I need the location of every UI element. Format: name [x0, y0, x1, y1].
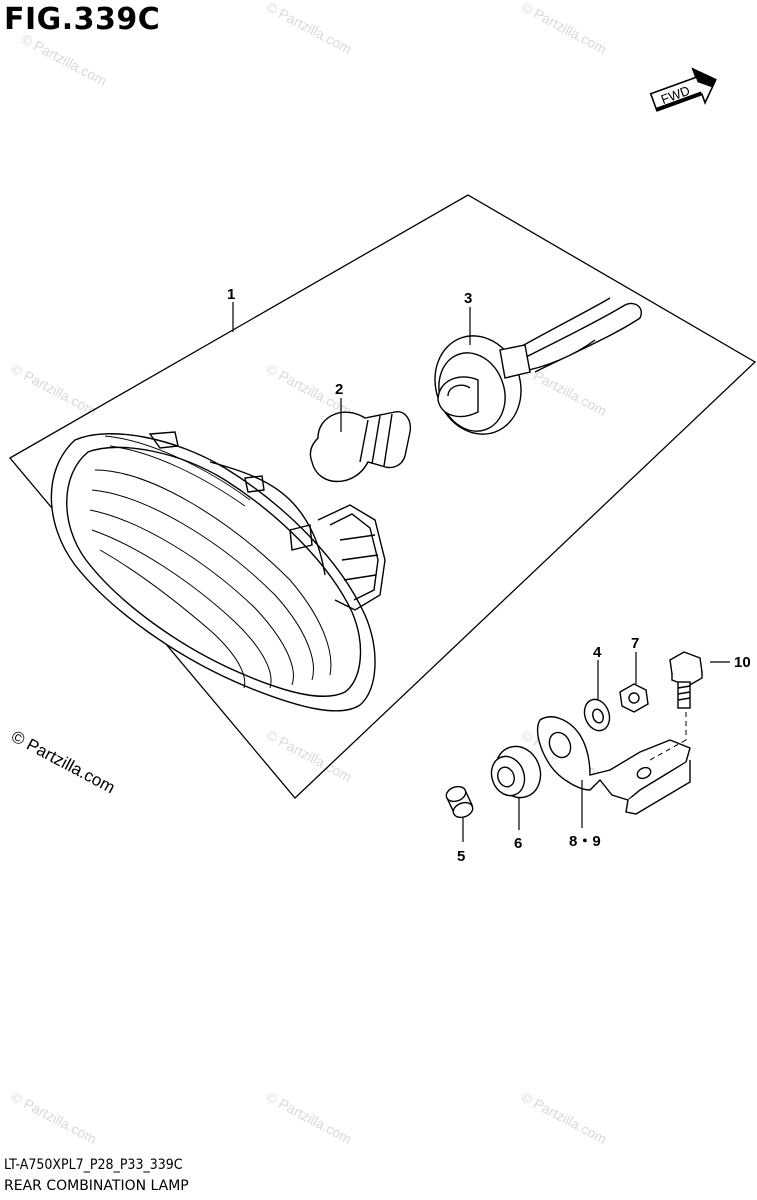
- callout-5: 5: [457, 848, 465, 865]
- callout-8-9: 8・9: [569, 833, 601, 850]
- grommet: [490, 745, 542, 799]
- assembly-axis: [649, 712, 687, 761]
- bracket: [536, 716, 691, 815]
- washer: [583, 698, 611, 732]
- collar: [445, 785, 474, 819]
- diagram-code: LT-A750XPL7_P28_P33_339C: [4, 1157, 183, 1173]
- lamp-housing: [50, 431, 386, 712]
- fwd-arrow-icon: FWD: [649, 67, 717, 112]
- watermark-faint: © Partzilla.com: [264, 0, 355, 57]
- bulb: [309, 411, 412, 483]
- bolt: [669, 651, 703, 709]
- watermark-faint: © Partzilla.com: [519, 1089, 610, 1147]
- watermark-faint: © Partzilla.com: [9, 361, 100, 419]
- watermark-faint: © Partzilla.com: [264, 1089, 355, 1147]
- watermark-main: © Partzilla.com: [8, 727, 118, 798]
- diagram-name: REAR COMBINATION LAMP: [4, 1178, 189, 1194]
- nut: [619, 683, 649, 713]
- callout-3: 3: [464, 290, 472, 307]
- callout-1: 1: [227, 286, 235, 303]
- callout-6: 6: [514, 835, 522, 852]
- socket-with-wire: [434, 297, 642, 435]
- callout-10: 10: [734, 654, 751, 671]
- watermark-faint: © Partzilla.com: [19, 31, 110, 89]
- callout-4: 4: [593, 644, 602, 661]
- assembly-frame: [9, 194, 757, 799]
- callout-labels: 1 2 3 4 5 6 7 8・9 10: [227, 286, 751, 865]
- watermark-faint: © Partzilla.com: [9, 1089, 100, 1147]
- callout-2: 2: [335, 381, 343, 398]
- figure-title: FIG.339C: [4, 2, 161, 37]
- callout-7: 7: [631, 635, 639, 652]
- watermark-faint: © Partzilla.com: [519, 0, 610, 57]
- leader-lines: [232, 302, 730, 842]
